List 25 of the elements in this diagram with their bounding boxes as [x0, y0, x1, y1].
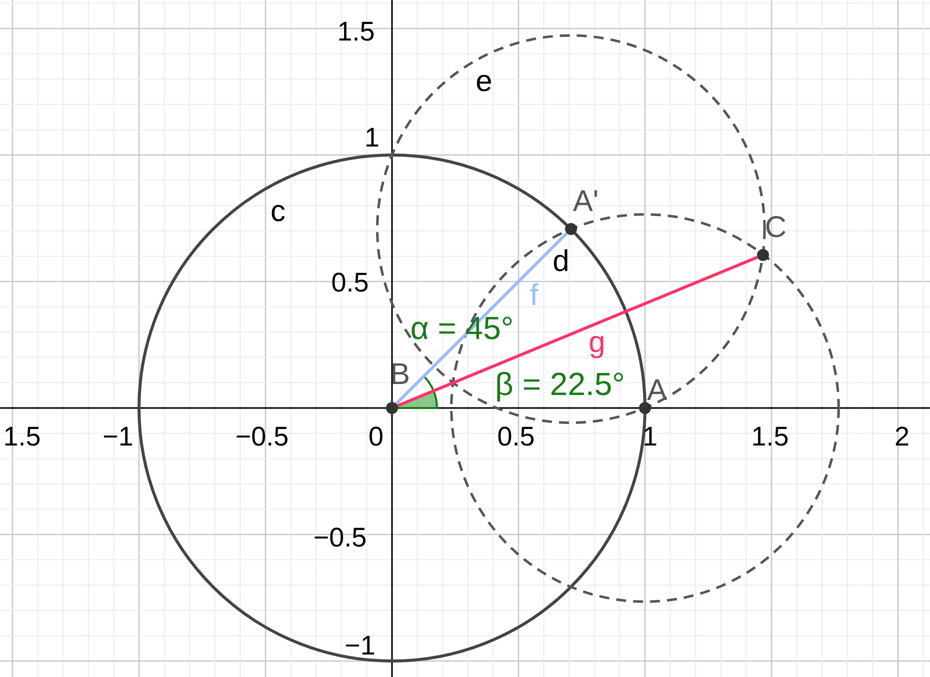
edge-label: f: [530, 281, 538, 311]
tick-label: −0.5: [235, 424, 289, 450]
tick-label: 1.5: [3, 424, 41, 450]
tick-label: 1.5: [337, 18, 375, 46]
curve-label: e: [476, 67, 492, 97]
point-label: A: [647, 376, 668, 406]
tick-label: 1: [364, 124, 380, 152]
curve-label: d: [552, 247, 570, 277]
tick-label: −0.5: [313, 524, 367, 552]
point-label: C: [764, 212, 787, 243]
point-label: A': [572, 187, 599, 218]
tick-label: −1: [102, 424, 134, 450]
tick-label: 0: [368, 424, 384, 450]
line-segment: [395, 232, 568, 405]
tick-label: 1.5: [751, 424, 789, 450]
angle-label: α = 45°: [410, 312, 514, 344]
tick-label: 0.5: [497, 424, 535, 450]
tick-label: 0.5: [331, 270, 369, 296]
edge-label: g: [588, 328, 606, 358]
curve-label: c: [270, 197, 286, 227]
tick-label: 1: [642, 424, 658, 450]
tick-label: 2: [894, 424, 910, 450]
line-segment: [396, 256, 758, 408]
tick-label: −1: [344, 632, 376, 660]
angle-label: β = 22.5°: [495, 368, 625, 400]
